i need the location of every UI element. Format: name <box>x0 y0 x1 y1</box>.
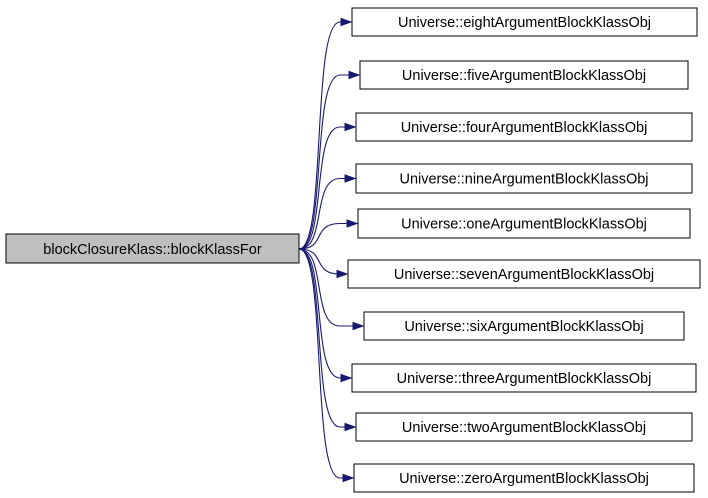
call-edges <box>298 17 365 483</box>
call-edge <box>298 248 346 428</box>
call-edge <box>298 126 346 250</box>
target-nodes: Universe::eightArgumentBlockKlassObjUniv… <box>347 7 701 493</box>
edge-arrowhead <box>348 70 361 80</box>
call-edge <box>298 248 342 379</box>
call-edge <box>298 248 354 327</box>
target-node-label: Universe::fiveArgumentBlockKlassObj <box>402 68 646 84</box>
target-node-box <box>355 412 693 442</box>
target-node-label: Universe::twoArgumentBlockKlassObj <box>402 420 646 436</box>
target-node[interactable]: Universe::twoArgumentBlockKlassObj <box>355 412 693 442</box>
target-node-box <box>353 463 695 493</box>
call-edge <box>298 21 342 250</box>
target-node-label: Universe::oneArgumentBlockKlassObj <box>401 217 647 233</box>
target-node[interactable]: Universe::sevenArgumentBlockKlassObj <box>347 259 701 289</box>
target-node-box <box>363 311 685 341</box>
target-node[interactable]: Universe::nineArgumentBlockKlassObj <box>355 163 693 194</box>
target-node-box <box>355 163 693 194</box>
target-node-label: Universe::sixArgumentBlockKlassObj <box>404 319 643 335</box>
target-node-box <box>351 363 697 393</box>
edge-arrowhead <box>342 473 355 483</box>
call-edge <box>298 177 346 250</box>
call-edge <box>298 222 348 250</box>
target-node-box <box>355 112 693 142</box>
target-node-box <box>357 208 691 239</box>
edge-arrowhead <box>344 174 357 183</box>
edge-arrowhead <box>352 321 365 331</box>
call-edge <box>298 248 344 479</box>
target-node[interactable]: Universe::sixArgumentBlockKlassObj <box>363 311 685 341</box>
target-node-box <box>351 7 698 37</box>
target-node-box <box>347 259 701 289</box>
target-node-label: Universe::threeArgumentBlockKlassObj <box>397 371 652 387</box>
call-edge <box>298 74 350 250</box>
target-node-label: Universe::nineArgumentBlockKlassObj <box>399 172 648 188</box>
target-node[interactable]: Universe::fiveArgumentBlockKlassObj <box>359 60 689 90</box>
target-node[interactable]: Universe::threeArgumentBlockKlassObj <box>351 363 697 393</box>
target-node[interactable]: Universe::oneArgumentBlockKlassObj <box>357 208 691 239</box>
edge-arrowhead <box>336 269 349 279</box>
target-node[interactable]: Universe::zeroArgumentBlockKlassObj <box>353 463 695 493</box>
target-node-label: Universe::fourArgumentBlockKlassObj <box>401 120 648 136</box>
edge-arrowhead <box>344 422 357 432</box>
edge-arrowhead <box>346 219 359 228</box>
edge-arrowhead <box>344 122 357 132</box>
target-node-label: Universe::sevenArgumentBlockKlassObj <box>394 267 654 283</box>
source-node-label: blockClosureKlass::blockKlassFor <box>43 242 262 258</box>
source-node[interactable]: blockClosureKlass::blockKlassFor <box>5 233 300 264</box>
target-node-box <box>359 60 689 90</box>
target-node[interactable]: Universe::eightArgumentBlockKlassObj <box>351 7 698 37</box>
source-node-box <box>5 233 300 264</box>
edge-arrowhead <box>340 17 353 27</box>
target-node-label: Universe::eightArgumentBlockKlassObj <box>398 15 651 31</box>
target-node[interactable]: Universe::fourArgumentBlockKlassObj <box>355 112 693 142</box>
edge-arrowhead <box>340 373 353 383</box>
target-node-label: Universe::zeroArgumentBlockKlassObj <box>399 471 649 487</box>
